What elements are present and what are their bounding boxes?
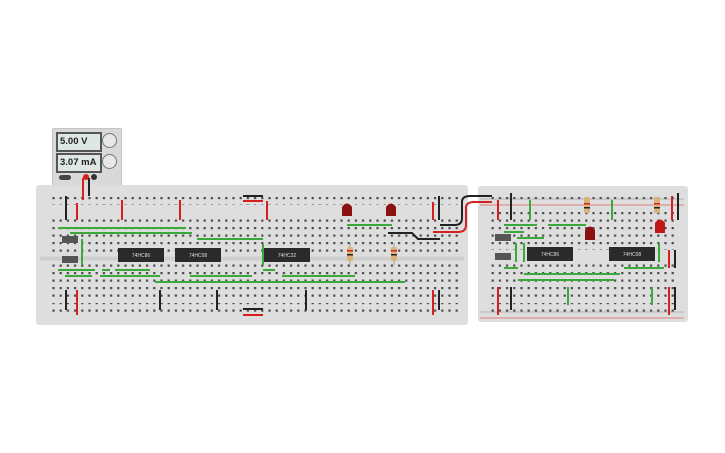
chip-74hc08[interactable]: 74HC08	[175, 248, 221, 262]
voltage-display: 5.00 V	[56, 132, 102, 152]
slide-switch-a[interactable]	[62, 236, 78, 243]
led-red-3[interactable]	[585, 226, 595, 241]
slide-switch-d[interactable]	[495, 253, 511, 260]
led-red-2[interactable]	[386, 203, 396, 217]
resistor-3[interactable]	[584, 197, 590, 213]
svg-text:74HC86: 74HC86	[132, 253, 151, 259]
power-supply[interactable]: 5.00 V 3.07 mA	[52, 128, 122, 186]
led-red-4[interactable]	[655, 219, 665, 234]
led-red-1[interactable]	[342, 203, 352, 217]
chip-74hc86-secondary[interactable]: 74HC86	[527, 247, 573, 261]
power-switch[interactable]	[59, 175, 71, 180]
svg-text:74HC86: 74HC86	[541, 252, 560, 258]
svg-text:74HC08: 74HC08	[189, 253, 208, 259]
chip-74hc32[interactable]: 74HC32	[264, 248, 310, 262]
current-display: 3.07 mA	[56, 153, 102, 173]
resistor-1[interactable]	[347, 243, 353, 265]
svg-text:74HC32: 74HC32	[278, 253, 297, 259]
negative-terminal-icon[interactable]	[91, 174, 97, 180]
resistor-2[interactable]	[391, 243, 397, 265]
chip-74hc86[interactable]: 74HC86	[118, 248, 164, 262]
voltage-knob-icon[interactable]	[102, 133, 117, 148]
slide-switch-c[interactable]	[495, 234, 511, 241]
current-knob-icon[interactable]	[102, 154, 117, 169]
resistor-4[interactable]	[654, 197, 660, 213]
slide-switch-b[interactable]	[62, 256, 78, 263]
svg-text:74HC08: 74HC08	[623, 252, 642, 258]
positive-terminal-icon[interactable]	[83, 174, 89, 180]
chip-74hc08-secondary[interactable]: 74HC08	[609, 247, 655, 261]
